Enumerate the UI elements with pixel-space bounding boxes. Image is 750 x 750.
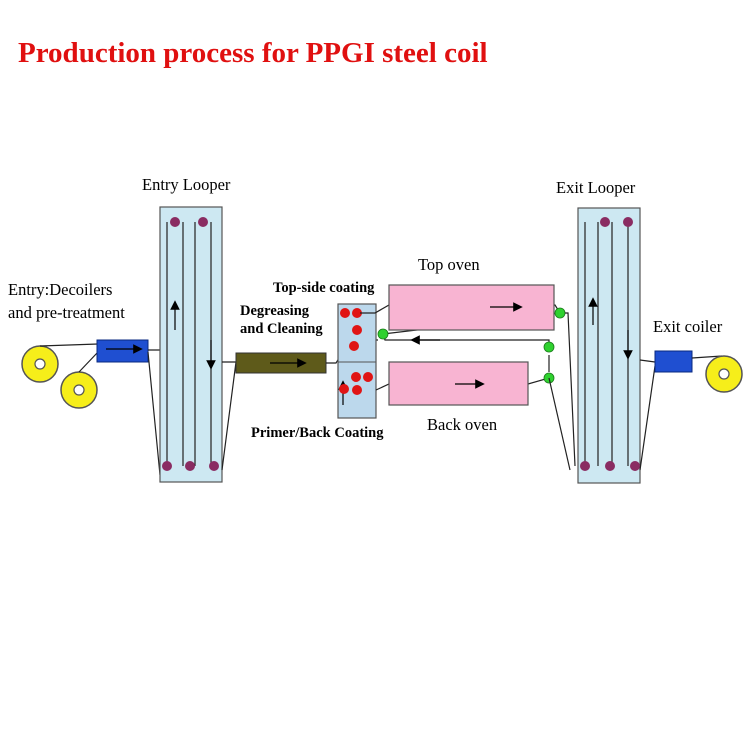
exit-looper-strands (584, 222, 629, 466)
entry-label-line1: Entry:Decoilers (8, 280, 112, 299)
exit-looper-rolls (580, 217, 640, 471)
entry-label-line2: and pre-treatment (8, 303, 125, 322)
exit-coiler-label: Exit coiler (653, 317, 723, 336)
entry-looper-label: Entry Looper (142, 175, 231, 194)
top-coating-rolls (340, 308, 362, 351)
entry-looper-tower (159, 206, 223, 483)
strip-to-degreasing (221, 361, 237, 471)
page-title: Production process for PPGI steel coil (18, 37, 488, 69)
entry-looper-strands (166, 222, 212, 466)
pretreatment-box (96, 339, 149, 363)
exit-looper-tower (577, 207, 641, 484)
strip-entry (39, 343, 99, 373)
primer-back-label: Primer/Back Coating (251, 425, 384, 441)
exit-box (654, 350, 693, 373)
green-rolls (377, 307, 566, 384)
exit-looper-label: Exit Looper (556, 178, 636, 197)
entry-looper-rolls (162, 217, 219, 471)
strip-to-exit-looper (548, 312, 576, 471)
back-oven-label: Back oven (427, 415, 497, 434)
top-coating-label: Top-side coating (273, 280, 375, 296)
exit-coiler (705, 355, 743, 393)
decoiler-2 (60, 371, 98, 409)
coater-unit (337, 303, 377, 419)
decoiler-1 (21, 345, 59, 383)
strip-to-exit-coiler (639, 359, 656, 471)
top-oven (388, 284, 555, 331)
degreasing-label-line2: and Cleaning (240, 321, 323, 337)
degreasing-label-line1: Degreasing (240, 303, 310, 319)
strip-to-coiler (691, 355, 723, 359)
back-coating-rolls (339, 372, 373, 395)
top-oven-label: Top oven (418, 255, 480, 274)
